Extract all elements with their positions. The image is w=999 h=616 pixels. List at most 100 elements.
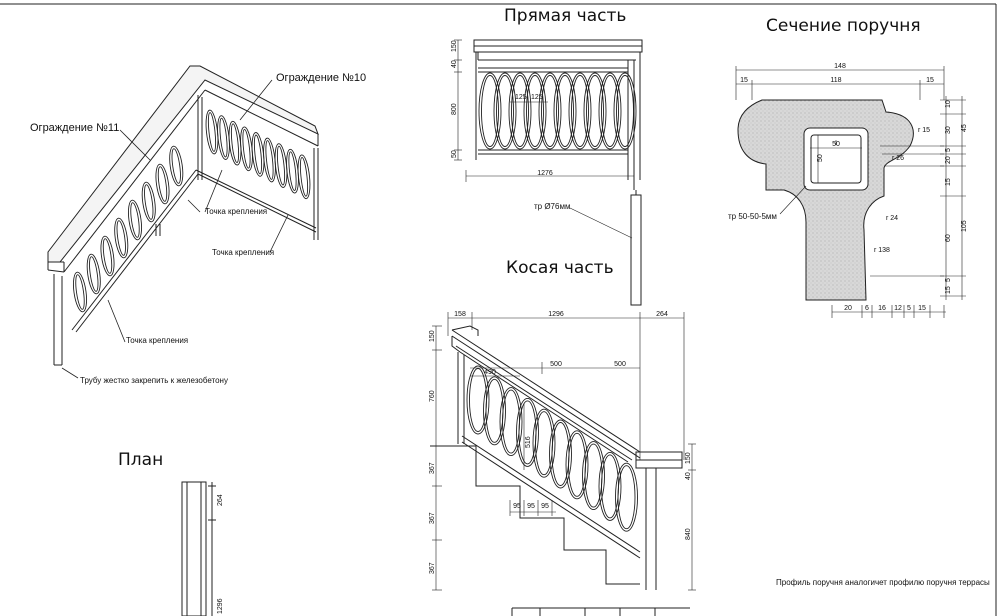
section-dim-r138: r 138 bbox=[874, 247, 890, 254]
isometric-railing-view bbox=[47, 65, 319, 366]
section-dim-b16: 16 bbox=[878, 305, 886, 312]
handrail-section-view bbox=[737, 99, 914, 301]
section-dim-v10: 10 bbox=[945, 100, 952, 108]
section-dim-b15: 15 bbox=[918, 305, 926, 312]
slanted-dim-95a: 95 bbox=[513, 503, 521, 510]
slanted-dims bbox=[432, 312, 696, 591]
slanted-dim-v150: 150 bbox=[429, 330, 436, 342]
straight-dim-150: 150 bbox=[451, 40, 458, 52]
label-attach-2: Точка крепления bbox=[212, 248, 275, 257]
section-dim-15a: 15 bbox=[740, 77, 748, 84]
ring-ellipse bbox=[499, 387, 523, 457]
ring-ellipse-inner bbox=[571, 75, 589, 147]
ring-ellipse bbox=[508, 72, 532, 150]
plan-dim-264: 264 bbox=[217, 494, 224, 506]
ring-ellipse-inner bbox=[276, 145, 286, 186]
ring-ellipse-inner bbox=[616, 75, 634, 147]
ring-ellipse-inner bbox=[526, 75, 544, 147]
ring-ellipse-inner bbox=[586, 75, 604, 147]
ring-ellipse bbox=[583, 72, 607, 150]
plan-view bbox=[181, 481, 216, 616]
section-dim-118: 118 bbox=[830, 77, 841, 84]
section-dim-b12: 12 bbox=[894, 305, 902, 312]
section-dim-b5: 5 bbox=[907, 305, 911, 312]
slanted-dim-490: 490 bbox=[484, 369, 496, 376]
ring-ellipse-inner bbox=[541, 75, 559, 147]
ring-ellipse bbox=[538, 72, 562, 150]
ring-ellipse bbox=[568, 72, 592, 150]
plan-dim-1296: 1296 bbox=[217, 598, 224, 614]
slanted-dim-v150b: 150 bbox=[685, 452, 692, 464]
ring-ellipse bbox=[516, 397, 539, 467]
ring-ellipse bbox=[613, 72, 637, 150]
section-dims bbox=[735, 66, 966, 318]
ring-ellipse-inner bbox=[601, 75, 619, 147]
ring-ellipse bbox=[565, 430, 589, 500]
isometric-leaders bbox=[61, 79, 289, 379]
ring-ellipse bbox=[478, 72, 502, 150]
ring-ellipse bbox=[114, 217, 129, 259]
ring-ellipse-inner bbox=[144, 184, 154, 220]
slanted-dim-1296: 1296 bbox=[548, 311, 564, 318]
title-handrail-section: Сечение поручня bbox=[766, 16, 921, 36]
slanted-part-view bbox=[430, 325, 683, 590]
section-dim-r24: r 24 bbox=[886, 215, 898, 222]
ring-ellipse bbox=[582, 441, 605, 511]
slanted-dim-500b: 500 bbox=[614, 361, 626, 368]
ring-ellipse bbox=[553, 72, 577, 150]
slanted-dim-v367b: 367 bbox=[429, 512, 436, 524]
slanted-dim-v840: 840 bbox=[685, 528, 692, 540]
label-pipe-fix: Трубу жестко закрепить к железобетону bbox=[80, 376, 228, 385]
ring-ellipse bbox=[549, 419, 572, 489]
ring-ellipse-inner bbox=[116, 220, 126, 256]
ring-ellipse bbox=[86, 253, 101, 295]
ring-ellipse bbox=[72, 271, 88, 313]
slanted-dim-v367c: 367 bbox=[429, 562, 436, 574]
ring-ellipse bbox=[598, 451, 622, 521]
label-attach-3: Точка крепления bbox=[126, 336, 189, 345]
label-guard-11: Ограждение №11 bbox=[30, 122, 120, 134]
ring-ellipse-inner bbox=[265, 140, 274, 180]
ring-ellipse-inner bbox=[102, 238, 113, 274]
section-dim-v20: 20 bbox=[945, 156, 952, 164]
ring-ellipse-inner bbox=[242, 128, 251, 169]
ring-ellipse-inner bbox=[556, 75, 574, 147]
ring-ellipse bbox=[483, 376, 506, 446]
dimension-texts: 1276 125 125 800 150 40 50 148 15 118 15… bbox=[217, 40, 968, 614]
ring-ellipse-inner bbox=[253, 134, 263, 175]
ring-ellipse-inner bbox=[130, 202, 140, 238]
section-dim-b6: 6 bbox=[865, 305, 869, 312]
ring-ellipse bbox=[466, 365, 490, 435]
ring-ellipse bbox=[297, 154, 311, 200]
ring-ellipse bbox=[532, 408, 556, 478]
ring-ellipse-inner bbox=[157, 166, 168, 202]
isometric-rings-straight bbox=[205, 109, 311, 200]
straight-part-view bbox=[473, 39, 643, 306]
section-dim-148: 148 bbox=[834, 63, 846, 70]
title-plan: План bbox=[118, 450, 164, 470]
ring-ellipse-inner bbox=[481, 75, 499, 147]
section-dim-v105: 105 bbox=[961, 220, 968, 232]
slanted-dim-v760: 760 bbox=[429, 390, 436, 402]
straight-dim-50: 50 bbox=[451, 150, 458, 158]
section-dim-v15: 15 bbox=[945, 178, 952, 186]
ring-ellipse bbox=[523, 72, 547, 150]
slanted-dim-v367a: 367 bbox=[429, 462, 436, 474]
ring-ellipse-inner bbox=[299, 156, 309, 197]
section-dim-v5b: 5 bbox=[945, 278, 952, 282]
slanted-dim-95c: 95 bbox=[541, 503, 549, 510]
ring-ellipse-inner bbox=[207, 112, 217, 152]
straight-dims bbox=[454, 39, 635, 239]
ring-ellipse-inner bbox=[617, 465, 636, 530]
title-slanted-part: Косая часть bbox=[506, 258, 614, 278]
section-dim-v60: 60 bbox=[945, 234, 952, 242]
section-dim-50b: 50 bbox=[817, 154, 824, 162]
ring-ellipse-inner bbox=[171, 148, 181, 184]
ring-ellipse-inner bbox=[288, 151, 297, 192]
ring-ellipse bbox=[615, 462, 638, 532]
section-dim-v15b: 15 bbox=[945, 286, 952, 294]
straight-dim-800: 800 bbox=[451, 103, 458, 115]
straight-rings bbox=[478, 72, 637, 150]
ring-ellipse bbox=[155, 163, 170, 205]
